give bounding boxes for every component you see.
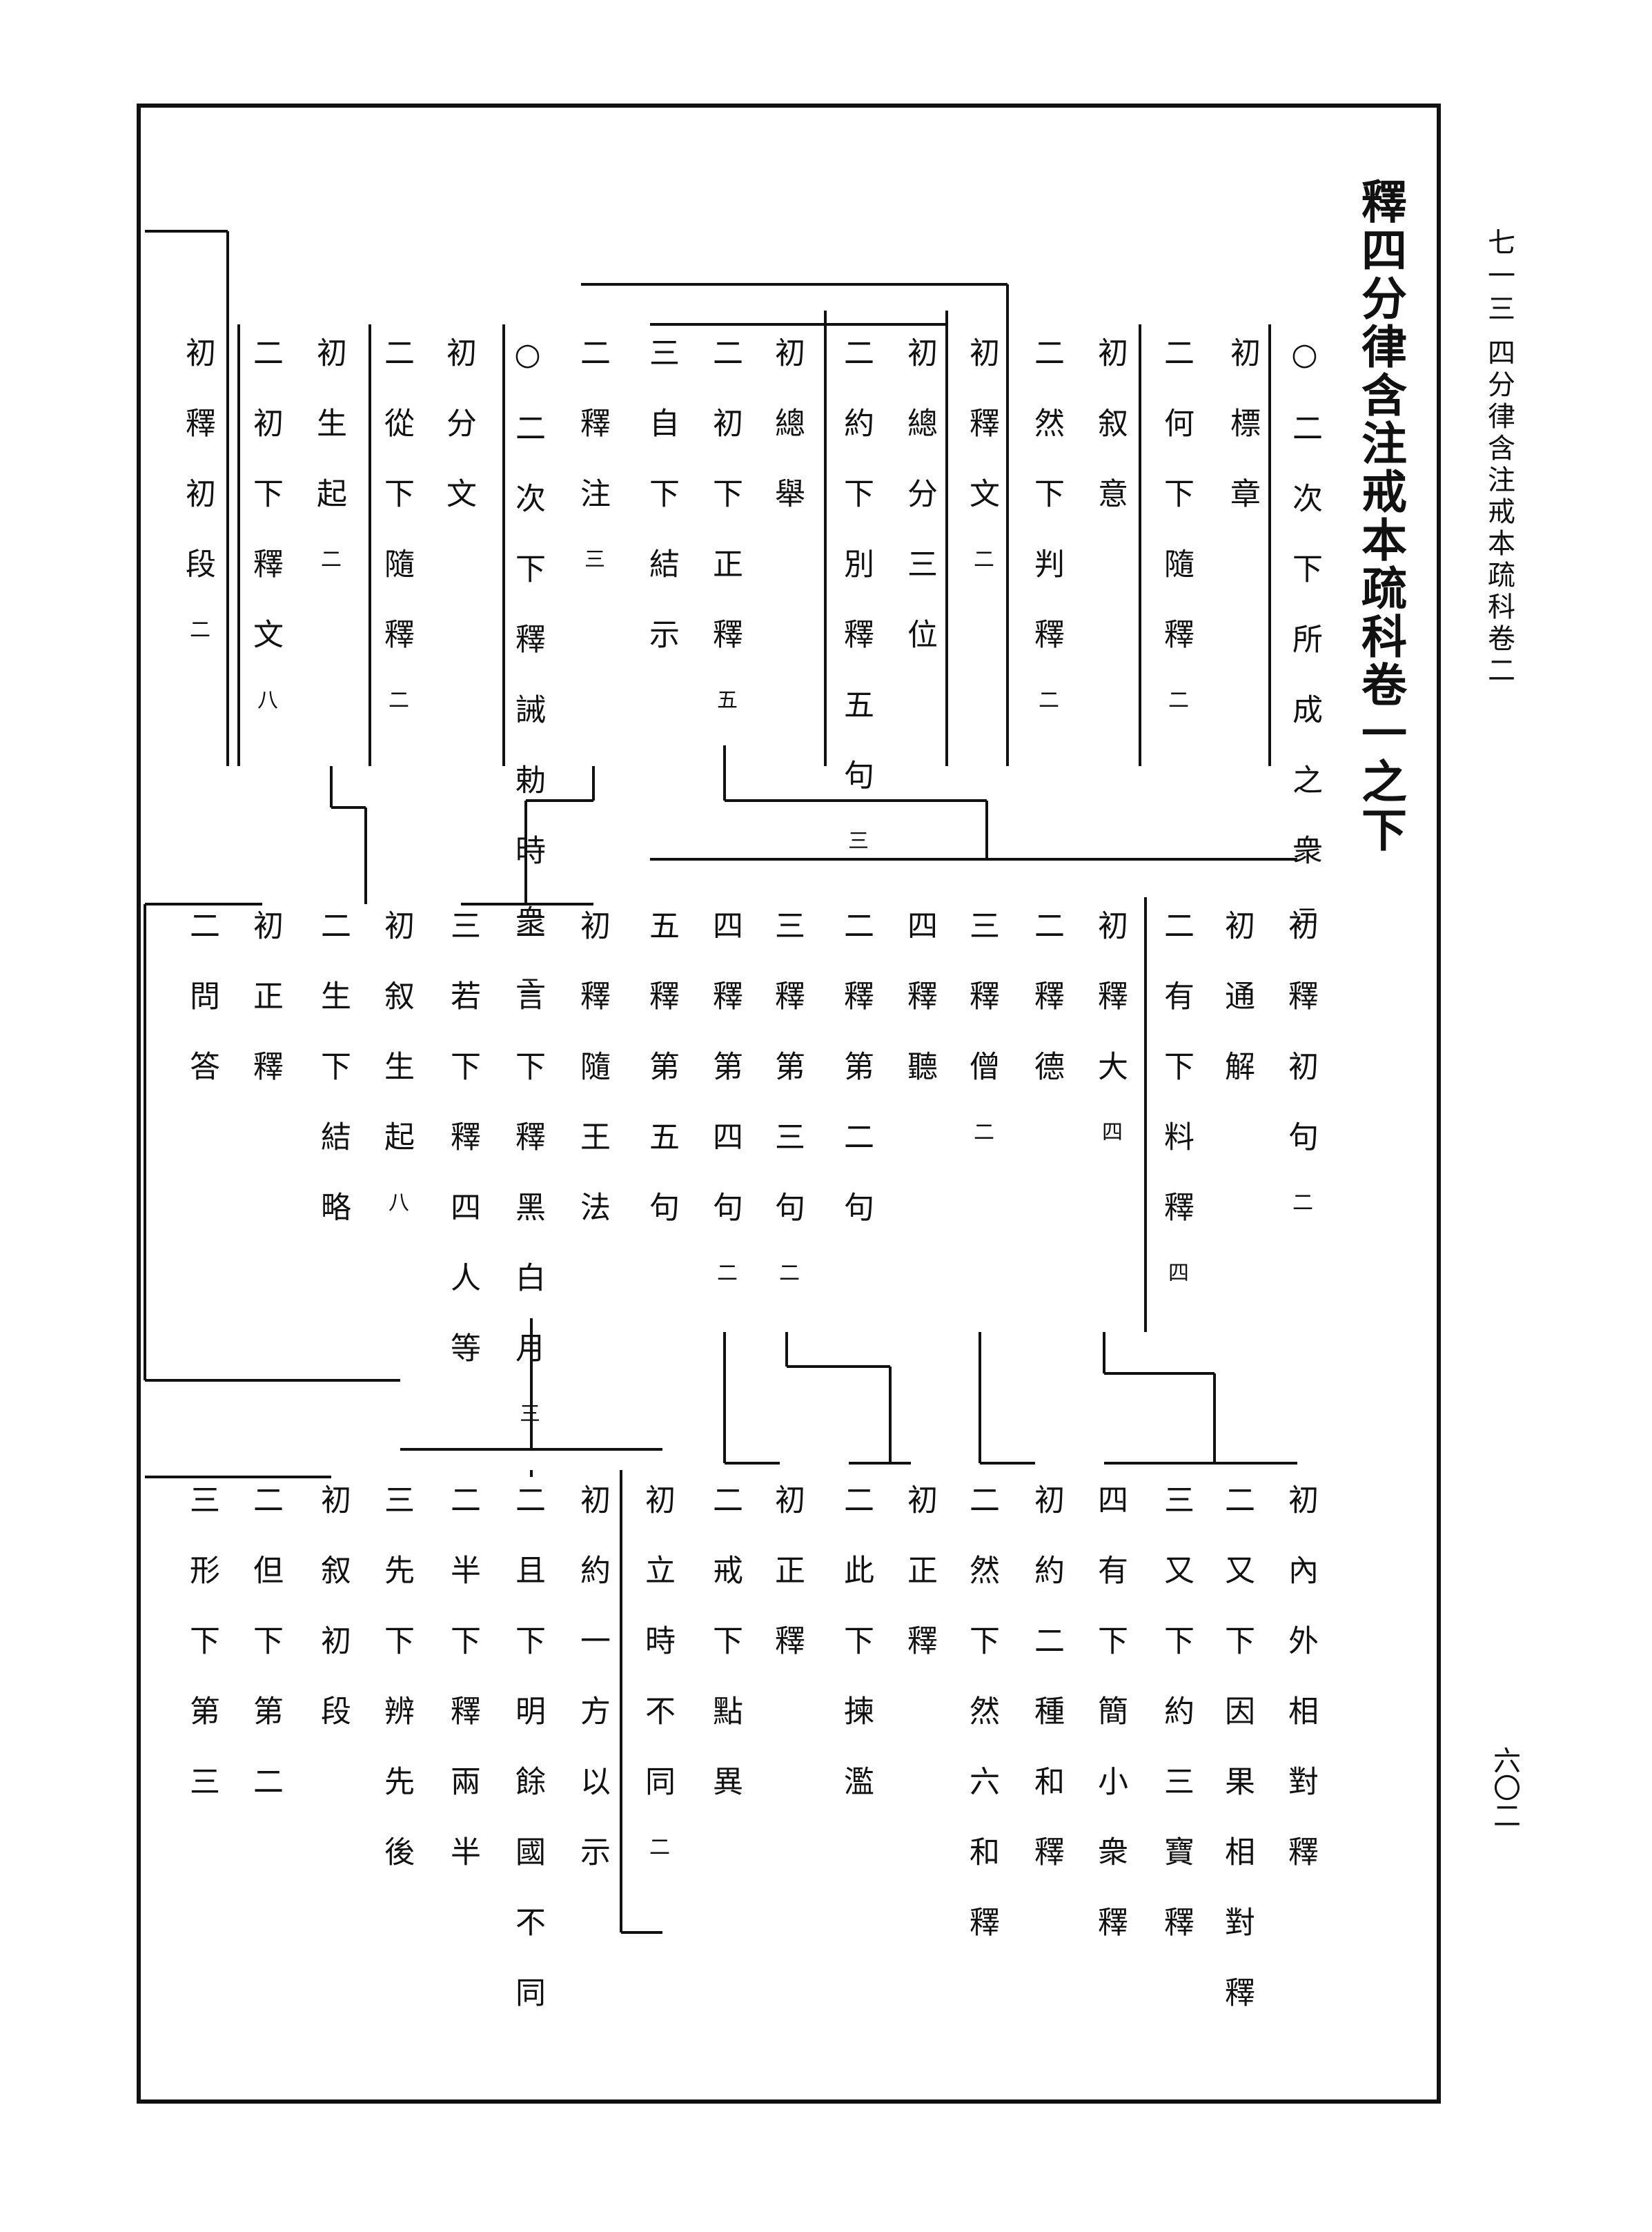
outline-node: 四釋聽 (902, 910, 937, 1121)
outline-node: 四釋第四句二 (707, 910, 743, 1282)
outline-node: 初正釋 (248, 910, 283, 1121)
outline-node: 初約一方以示 (575, 1484, 610, 1906)
outline-node: 三自下結示 (644, 337, 679, 689)
outline-node: 二釋第二句 (838, 910, 874, 1262)
outline-node: 二然下判釋二 (1029, 337, 1064, 709)
outline-node: 二又下因果相對釋 (1219, 1484, 1255, 2047)
outline-node: 三形下第三 (184, 1484, 219, 1836)
outline-node: 二但下第二 (248, 1484, 283, 1836)
outline-node: ○二次下所成之衆二 (1287, 337, 1322, 926)
outline-node: 五釋第五句 (644, 910, 679, 1262)
outline-node: 初釋大四 (1092, 910, 1128, 1142)
outline-node: 三若下釋四人等 (445, 910, 480, 1402)
outline-node: 四有下簡小衆釋 (1092, 1484, 1128, 1977)
outline-node: 初標章 (1225, 337, 1260, 548)
outline-node: 二問答 (184, 910, 219, 1121)
outline-node: 二言下釋黑白月三 (510, 910, 545, 1423)
outline-node: 初約二種和釋 (1029, 1484, 1064, 1906)
page-title: 釋四分律含注戒本疏科卷一之下 (1354, 178, 1408, 854)
page-frame (137, 104, 1441, 2104)
outline-node: 三先下辨先後 (379, 1484, 414, 1906)
outline-node: 二有下料釋四 (1159, 910, 1194, 1282)
outline-node: 三釋僧二 (964, 910, 999, 1142)
outline-node: 二從下隨釋二 (379, 337, 414, 709)
outline-node: 初釋文二 (964, 337, 999, 569)
outline-node: 初通解 (1219, 910, 1255, 1121)
outline-node: 初叙生起八 (379, 910, 414, 1212)
page-number: 六〇二 (1488, 1746, 1520, 1829)
outline-node: 二且下明餘國不同 (510, 1484, 545, 2047)
outline-node: 二半下釋兩半 (445, 1484, 480, 1906)
outline-node: 二釋德 (1029, 910, 1064, 1121)
outline-node: 三又下約三寶釋 (1159, 1484, 1194, 1977)
outline-node: 二何下隨釋二 (1159, 337, 1194, 709)
outline-node: 初分文 (441, 337, 476, 548)
outline-node: 初生起二 (311, 337, 346, 569)
outline-node: 初總舉 (769, 337, 805, 548)
outline-node: 初釋初句二 (1283, 910, 1318, 1212)
outline-node: 初正釋 (769, 1484, 805, 1695)
outline-node: 初總分三位 (902, 337, 937, 689)
outline-node: 初釋初段二 (180, 337, 215, 639)
outline-node: 初正釋 (902, 1484, 937, 1695)
outline-node: 二釋注三 (575, 337, 610, 569)
outline-node: ○二次下釋誡勅時衆二 (510, 337, 545, 996)
outline-node: 二此下揀濫 (838, 1484, 874, 1836)
margin-book-title: 四分律含注戒本疏科卷二 (1483, 338, 1515, 687)
outline-node: 二初下正釋五 (707, 337, 743, 709)
outline-node: 初叙初段 (315, 1484, 351, 1765)
outline-node: 二生下結略 (315, 910, 351, 1262)
outline-node: 二戒下點異 (707, 1484, 743, 1836)
outline-node: 初釋隨王法 (575, 910, 610, 1262)
outline-node: 二然下然六和釋 (964, 1484, 999, 1977)
margin-volume-label: 七一三 (1483, 228, 1515, 327)
outline-node: 三釋第三句二 (769, 910, 805, 1282)
outline-node: 初立時不同二 (640, 1484, 675, 1857)
outline-node: 初叙意 (1092, 337, 1128, 548)
outline-node: 初內外相對釋 (1283, 1484, 1318, 1906)
outline-node: 二約下別釋五句三 (838, 337, 874, 850)
outline-node: 二初下釋文八 (248, 337, 283, 709)
